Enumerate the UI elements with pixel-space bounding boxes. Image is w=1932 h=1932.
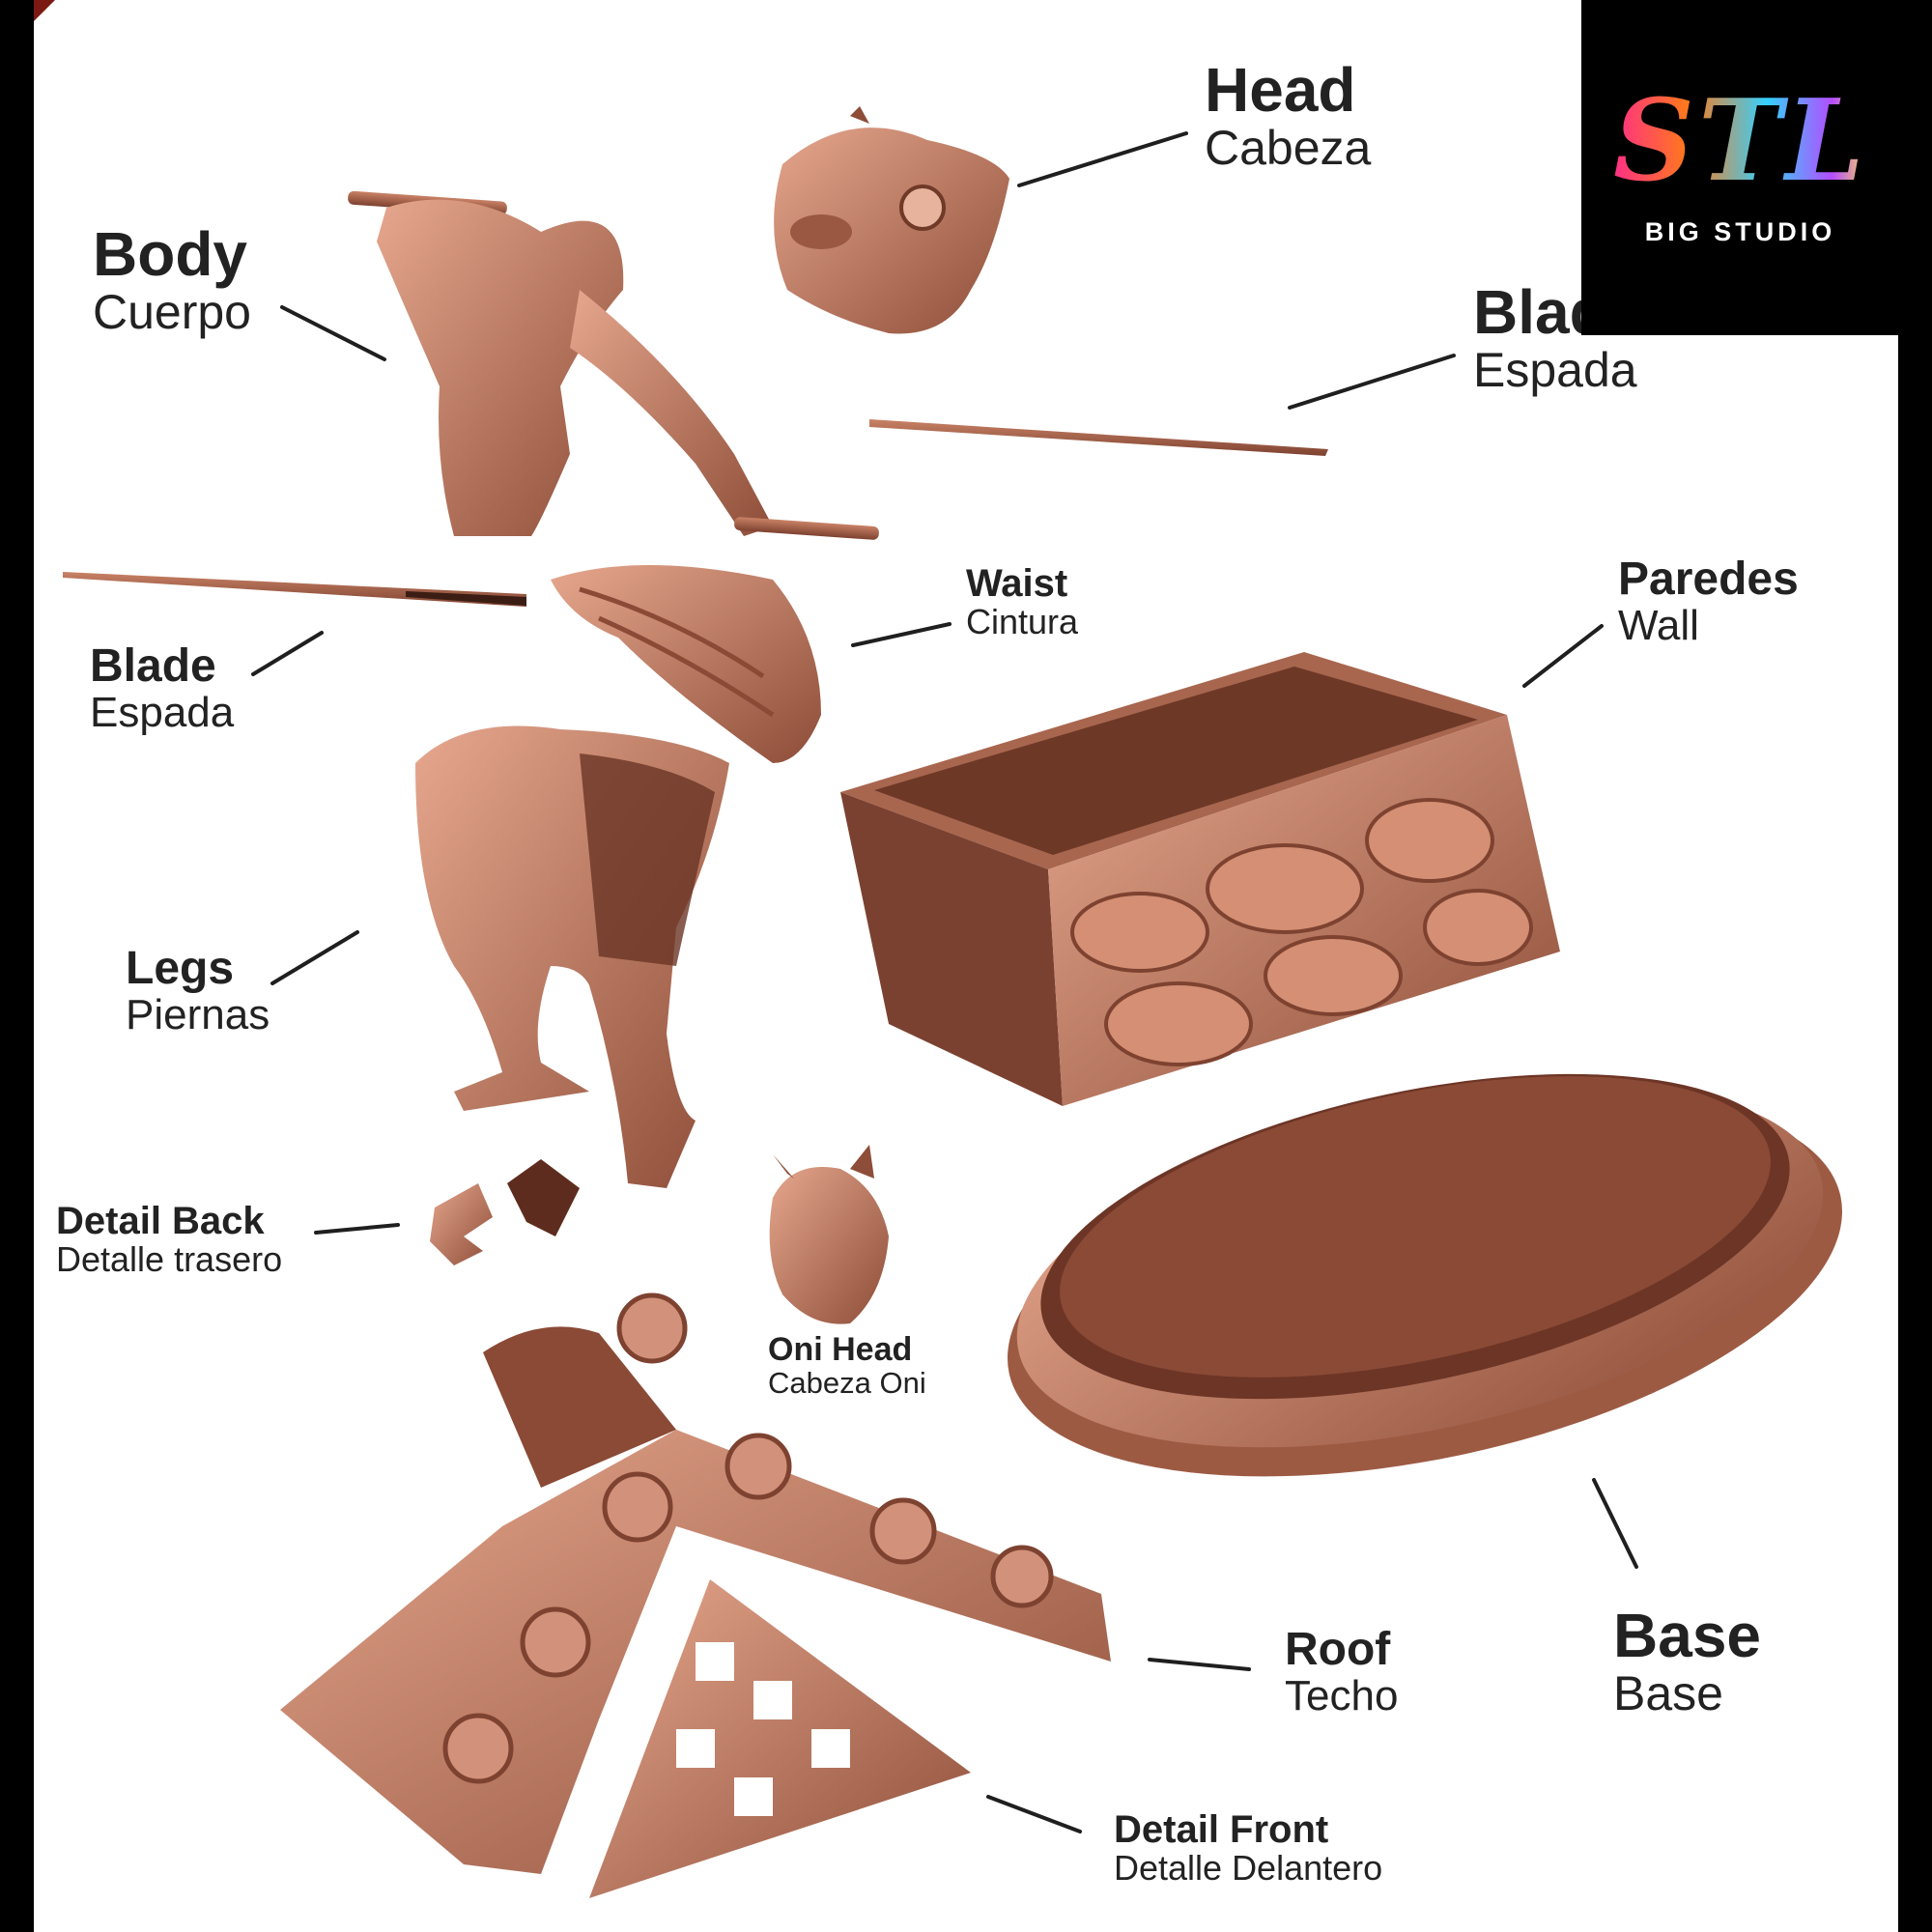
label-detail-front: Detail Front Detalle Delantero xyxy=(1114,1809,1382,1887)
label-waist: Waist Cintura xyxy=(966,563,1078,640)
label-body-en: Body xyxy=(93,219,247,289)
label-base-es: Base xyxy=(1613,1666,1723,1721)
label-waist-es: Cintura xyxy=(966,602,1079,641)
body-part xyxy=(348,190,879,540)
label-legs-es: Piernas xyxy=(126,991,270,1039)
blade-top-part xyxy=(869,419,1328,456)
label-detail-back-en: Detail Back xyxy=(56,1200,265,1242)
label-blade-left: Blade Espada xyxy=(90,640,235,737)
detail-back-part xyxy=(430,1159,580,1265)
label-body: Body Cuerpo xyxy=(93,219,251,340)
label-wall-es: Wall xyxy=(1618,602,1699,650)
detail-front-part xyxy=(589,1579,971,1898)
label-oni-head: Oni Head Cabeza Oni xyxy=(768,1331,926,1400)
logo-mark: STL xyxy=(1610,75,1871,207)
corner-accent xyxy=(34,0,55,21)
label-waist-en: Waist xyxy=(966,562,1068,605)
label-roof: Roof Techo xyxy=(1285,1624,1399,1720)
oni-head-part xyxy=(769,1145,889,1324)
label-detail-front-en: Detail Front xyxy=(1114,1808,1329,1851)
leader-lines xyxy=(251,131,1638,1833)
label-head-en: Head xyxy=(1205,55,1356,125)
waist-part xyxy=(551,565,821,763)
label-blade-left-en: Blade xyxy=(90,640,216,692)
label-head-es: Cabeza xyxy=(1205,121,1372,176)
brand-logo: STL BIG STUDIO xyxy=(1581,0,1899,335)
label-wall-en: Paredes xyxy=(1618,554,1799,605)
roof-part xyxy=(280,1293,1111,1874)
label-oni-head-es: Cabeza Oni xyxy=(768,1365,926,1400)
label-wall: Paredes Wall xyxy=(1618,554,1799,650)
label-head: Head Cabeza xyxy=(1205,55,1372,176)
label-body-es: Cuerpo xyxy=(93,285,251,340)
label-blade-left-es: Espada xyxy=(90,689,235,737)
label-detail-back-es: Detalle trasero xyxy=(56,1239,283,1279)
label-oni-head-en: Oni Head xyxy=(768,1331,913,1368)
logo-subtitle: BIG STUDIO xyxy=(1644,217,1836,246)
label-detail-back: Detail Back Detalle trasero xyxy=(56,1201,282,1278)
boar-head-part xyxy=(774,106,1009,334)
label-base-en: Base xyxy=(1613,1601,1761,1670)
label-roof-en: Roof xyxy=(1285,1624,1391,1675)
label-legs: Legs Piernas xyxy=(126,943,270,1039)
label-roof-es: Techo xyxy=(1285,1672,1399,1720)
label-base: Base Base xyxy=(1613,1601,1761,1721)
legs-part xyxy=(415,725,729,1188)
base-part xyxy=(1007,1073,1843,1477)
label-legs-en: Legs xyxy=(126,943,235,994)
wall-part xyxy=(840,652,1560,1106)
blade-left-part xyxy=(63,572,526,607)
label-detail-front-es: Detalle Delantero xyxy=(1114,1848,1383,1888)
label-blade-top-es: Espada xyxy=(1473,343,1637,398)
